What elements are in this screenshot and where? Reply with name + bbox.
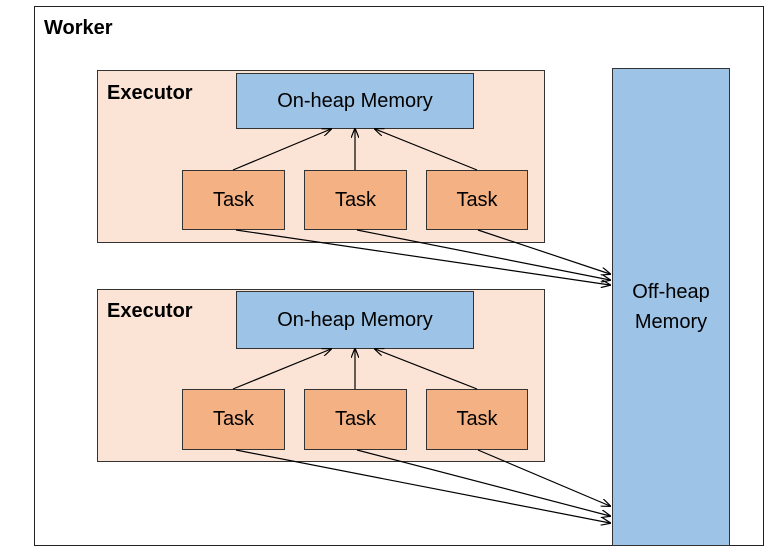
task-label: Task (334, 188, 377, 211)
offheap-memory-line2: Memory (634, 311, 708, 333)
task-label: Task (456, 408, 498, 430)
worker-label: Worker (44, 17, 113, 39)
executor-1-onheap-memory-label: On-heap Memory (277, 89, 433, 112)
executor-1-task-2: Task (304, 170, 407, 230)
offheap-memory: Off-heap Memory (612, 68, 730, 546)
executor-1-task-1: Task (182, 170, 285, 230)
executor-2-task-2: Task (304, 389, 407, 450)
executor-1-label: Executor (107, 82, 193, 104)
task-label: Task (456, 188, 498, 211)
executor-2-task-1: Task (182, 389, 285, 450)
executor-2-onheap-memory-label: On-heap Memory (277, 308, 433, 331)
executor-1-task-3: Task (426, 170, 528, 230)
offheap-memory-line1: Off-heap (632, 281, 710, 303)
executor-2-onheap-memory: On-heap Memory (236, 291, 474, 349)
task-label: Task (334, 408, 377, 430)
task-label: Task (212, 408, 255, 430)
executor-2-label: Executor (107, 300, 193, 322)
executor-2-task-3: Task (426, 389, 528, 450)
task-label: Task (212, 188, 255, 211)
executor-1-onheap-memory: On-heap Memory (236, 73, 474, 129)
